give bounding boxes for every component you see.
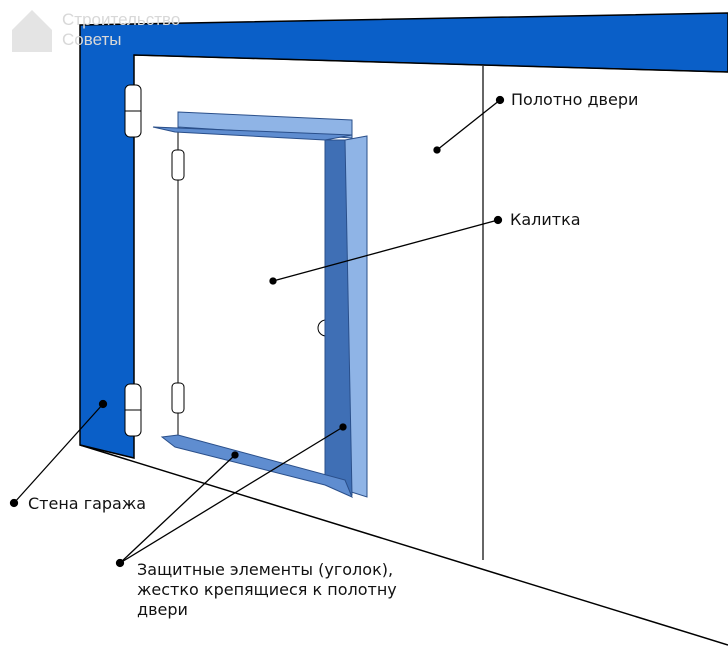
door-top-edge	[133, 54, 728, 73]
wicket-hinge	[171, 149, 185, 414]
label-protective-line3: двери	[137, 600, 188, 619]
label-door-leaf: Полотно двери	[511, 90, 639, 109]
watermark-line2: Советы	[62, 30, 122, 49]
door-bottom-edge	[79, 444, 728, 646]
wall-hinge	[124, 84, 142, 437]
right-angle-inner	[324, 139, 353, 496]
top-angle-flap	[177, 111, 353, 139]
leader-lines	[9, 95, 505, 568]
label-protective: Защитные элементы (уголок), жестко крепя…	[137, 560, 397, 620]
watermark-house-icon	[12, 10, 52, 52]
label-protective-line1: Защитные элементы (уголок),	[137, 560, 394, 579]
label-wicket: Калитка	[510, 210, 581, 229]
watermark-line1: Строительство	[62, 10, 181, 29]
label-garage-wall: Стена гаража	[28, 494, 147, 513]
label-protective-line2: жестко крепящиеся к полотну	[137, 580, 397, 599]
wicket-handle	[317, 319, 327, 337]
bottom-angle	[160, 434, 353, 498]
